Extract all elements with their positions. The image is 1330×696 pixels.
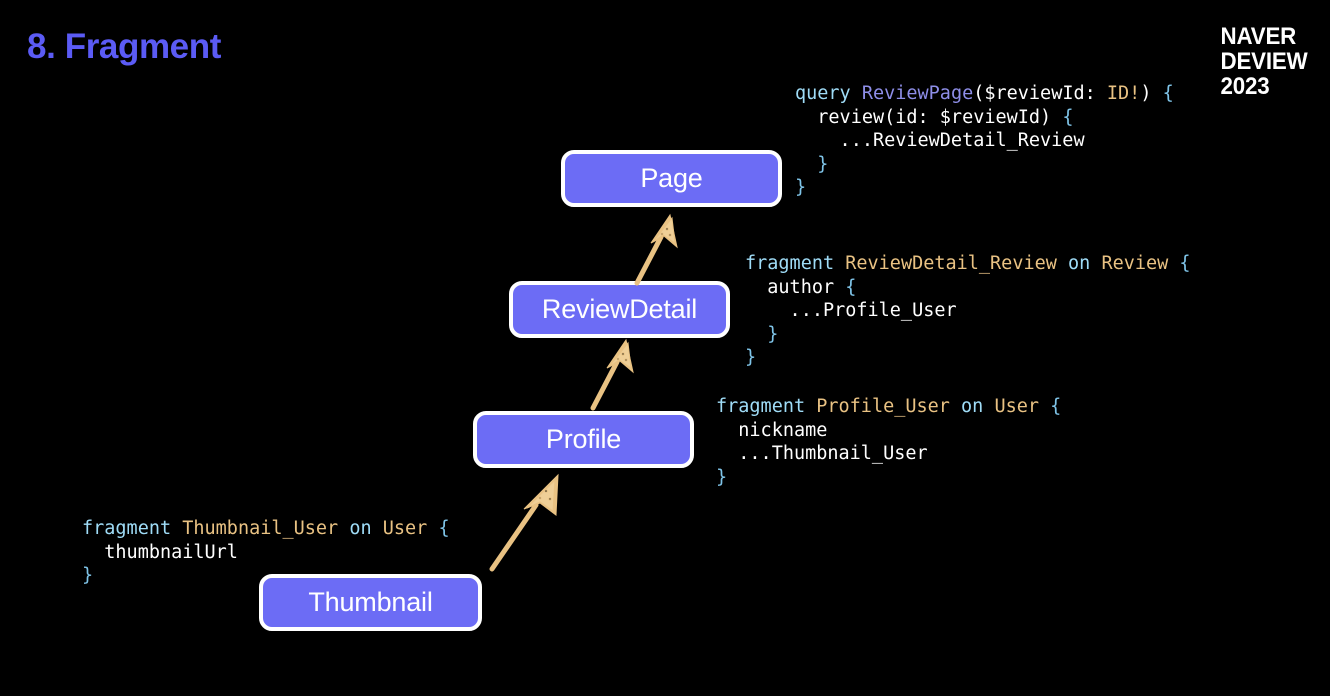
code-token-brace: } <box>82 565 94 586</box>
code-token-brace: { <box>1162 83 1174 104</box>
code-token-type: Profile_User <box>816 396 950 417</box>
code-token-type: User <box>382 518 428 539</box>
arrow-profile-to-reviewdetail-icon <box>590 338 634 411</box>
code-token-brace: } <box>795 177 807 198</box>
code-token-brace: } <box>716 466 728 488</box>
code-line: } <box>745 347 756 368</box>
code-token-plain <box>1039 396 1050 417</box>
code-token-brace: { <box>438 518 450 539</box>
code-token-brace: { <box>1062 106 1074 128</box>
code-block-fragment-thumbnail: fragment Thumbnail_User on User { thumbn… <box>82 517 450 588</box>
code-block-fragment-reviewdetail: fragment ReviewDetail_Review on Review {… <box>745 252 1191 370</box>
code-token-plain: ...Profile_User <box>745 300 957 321</box>
code-token-brace: } <box>795 153 829 175</box>
code-token-brace: { <box>1179 253 1191 274</box>
code-token-plain: thumbnailUrl <box>82 541 238 563</box>
code-line: } <box>795 177 806 198</box>
code-token-kw: on <box>949 396 995 417</box>
code-line: query ReviewPage($reviewId: ID!) { <box>795 83 1174 104</box>
code-token-plain: nickname <box>716 419 828 441</box>
code-token-plain: ($reviewId: <box>973 83 1107 104</box>
code-line: nickname <box>716 420 827 441</box>
code-token-brace: { <box>1050 396 1062 417</box>
brand-logo-line-1: NAVER <box>1220 23 1296 50</box>
code-line: fragment Profile_User on User { <box>716 396 1061 417</box>
code-block-query: query ReviewPage($reviewId: ID!) { revie… <box>795 82 1174 200</box>
brand-logo-line-2: DEVIEW <box>1220 48 1307 75</box>
code-token-brace: } <box>745 347 757 368</box>
code-token-kw: fragment <box>716 396 817 417</box>
code-token-kw: on <box>1056 253 1102 274</box>
code-line: } <box>716 467 727 488</box>
code-token-type: Thumbnail_User <box>182 518 339 539</box>
code-line: } <box>82 565 93 586</box>
code-line: } <box>795 154 828 175</box>
code-line: fragment Thumbnail_User on User { <box>82 518 450 539</box>
code-token-plain <box>427 518 438 539</box>
brand-logo-line-3: 2023 <box>1220 73 1269 100</box>
code-line: review(id: $reviewId) { <box>795 107 1073 128</box>
code-token-type: User <box>994 396 1040 417</box>
brand-logo: NAVER DEVIEW 2023 <box>1220 24 1307 99</box>
code-token-plain: ...Thumbnail_User <box>716 443 928 464</box>
node-box-reviewdetail[interactable]: ReviewDetail <box>509 281 730 338</box>
code-token-type: ReviewDetail_Review <box>845 253 1057 274</box>
code-line: fragment ReviewDetail_Review on Review { <box>745 253 1191 274</box>
code-line: ...Thumbnail_User <box>716 443 928 464</box>
node-box-thumbnail[interactable]: Thumbnail <box>259 574 482 631</box>
arrow-thumbnail-to-profile-icon <box>489 473 559 572</box>
code-token-plain: review(id: $reviewId) <box>795 106 1063 128</box>
node-box-page[interactable]: Page <box>561 150 782 207</box>
code-line: ...Profile_User <box>745 300 957 321</box>
code-token-plain <box>1168 253 1179 274</box>
code-token-plain: ...ReviewDetail_Review <box>795 130 1085 151</box>
code-token-plain: author <box>745 276 846 298</box>
code-token-type: ID! <box>1106 83 1141 104</box>
code-line: author { <box>745 277 856 298</box>
code-token-kw: fragment <box>745 253 846 274</box>
code-token-plain <box>851 83 862 104</box>
code-token-type: Review <box>1101 253 1169 274</box>
code-token-op: ReviewPage <box>861 83 974 104</box>
code-token-plain: ) <box>1140 83 1163 104</box>
code-line: thumbnailUrl <box>82 542 238 563</box>
node-box-profile[interactable]: Profile <box>473 411 694 468</box>
arrow-reviewdetail-to-page-icon <box>634 213 678 286</box>
code-line: ...ReviewDetail_Review <box>795 130 1085 151</box>
code-token-kw: query <box>795 83 851 104</box>
code-line: } <box>745 324 778 345</box>
code-block-fragment-profile: fragment Profile_User on User { nickname… <box>716 395 1061 489</box>
code-token-kw: fragment <box>82 518 183 539</box>
code-token-brace: { <box>845 276 857 298</box>
code-token-brace: } <box>745 323 779 345</box>
code-token-kw: on <box>338 518 383 539</box>
page-title: 8. Fragment <box>27 27 221 66</box>
